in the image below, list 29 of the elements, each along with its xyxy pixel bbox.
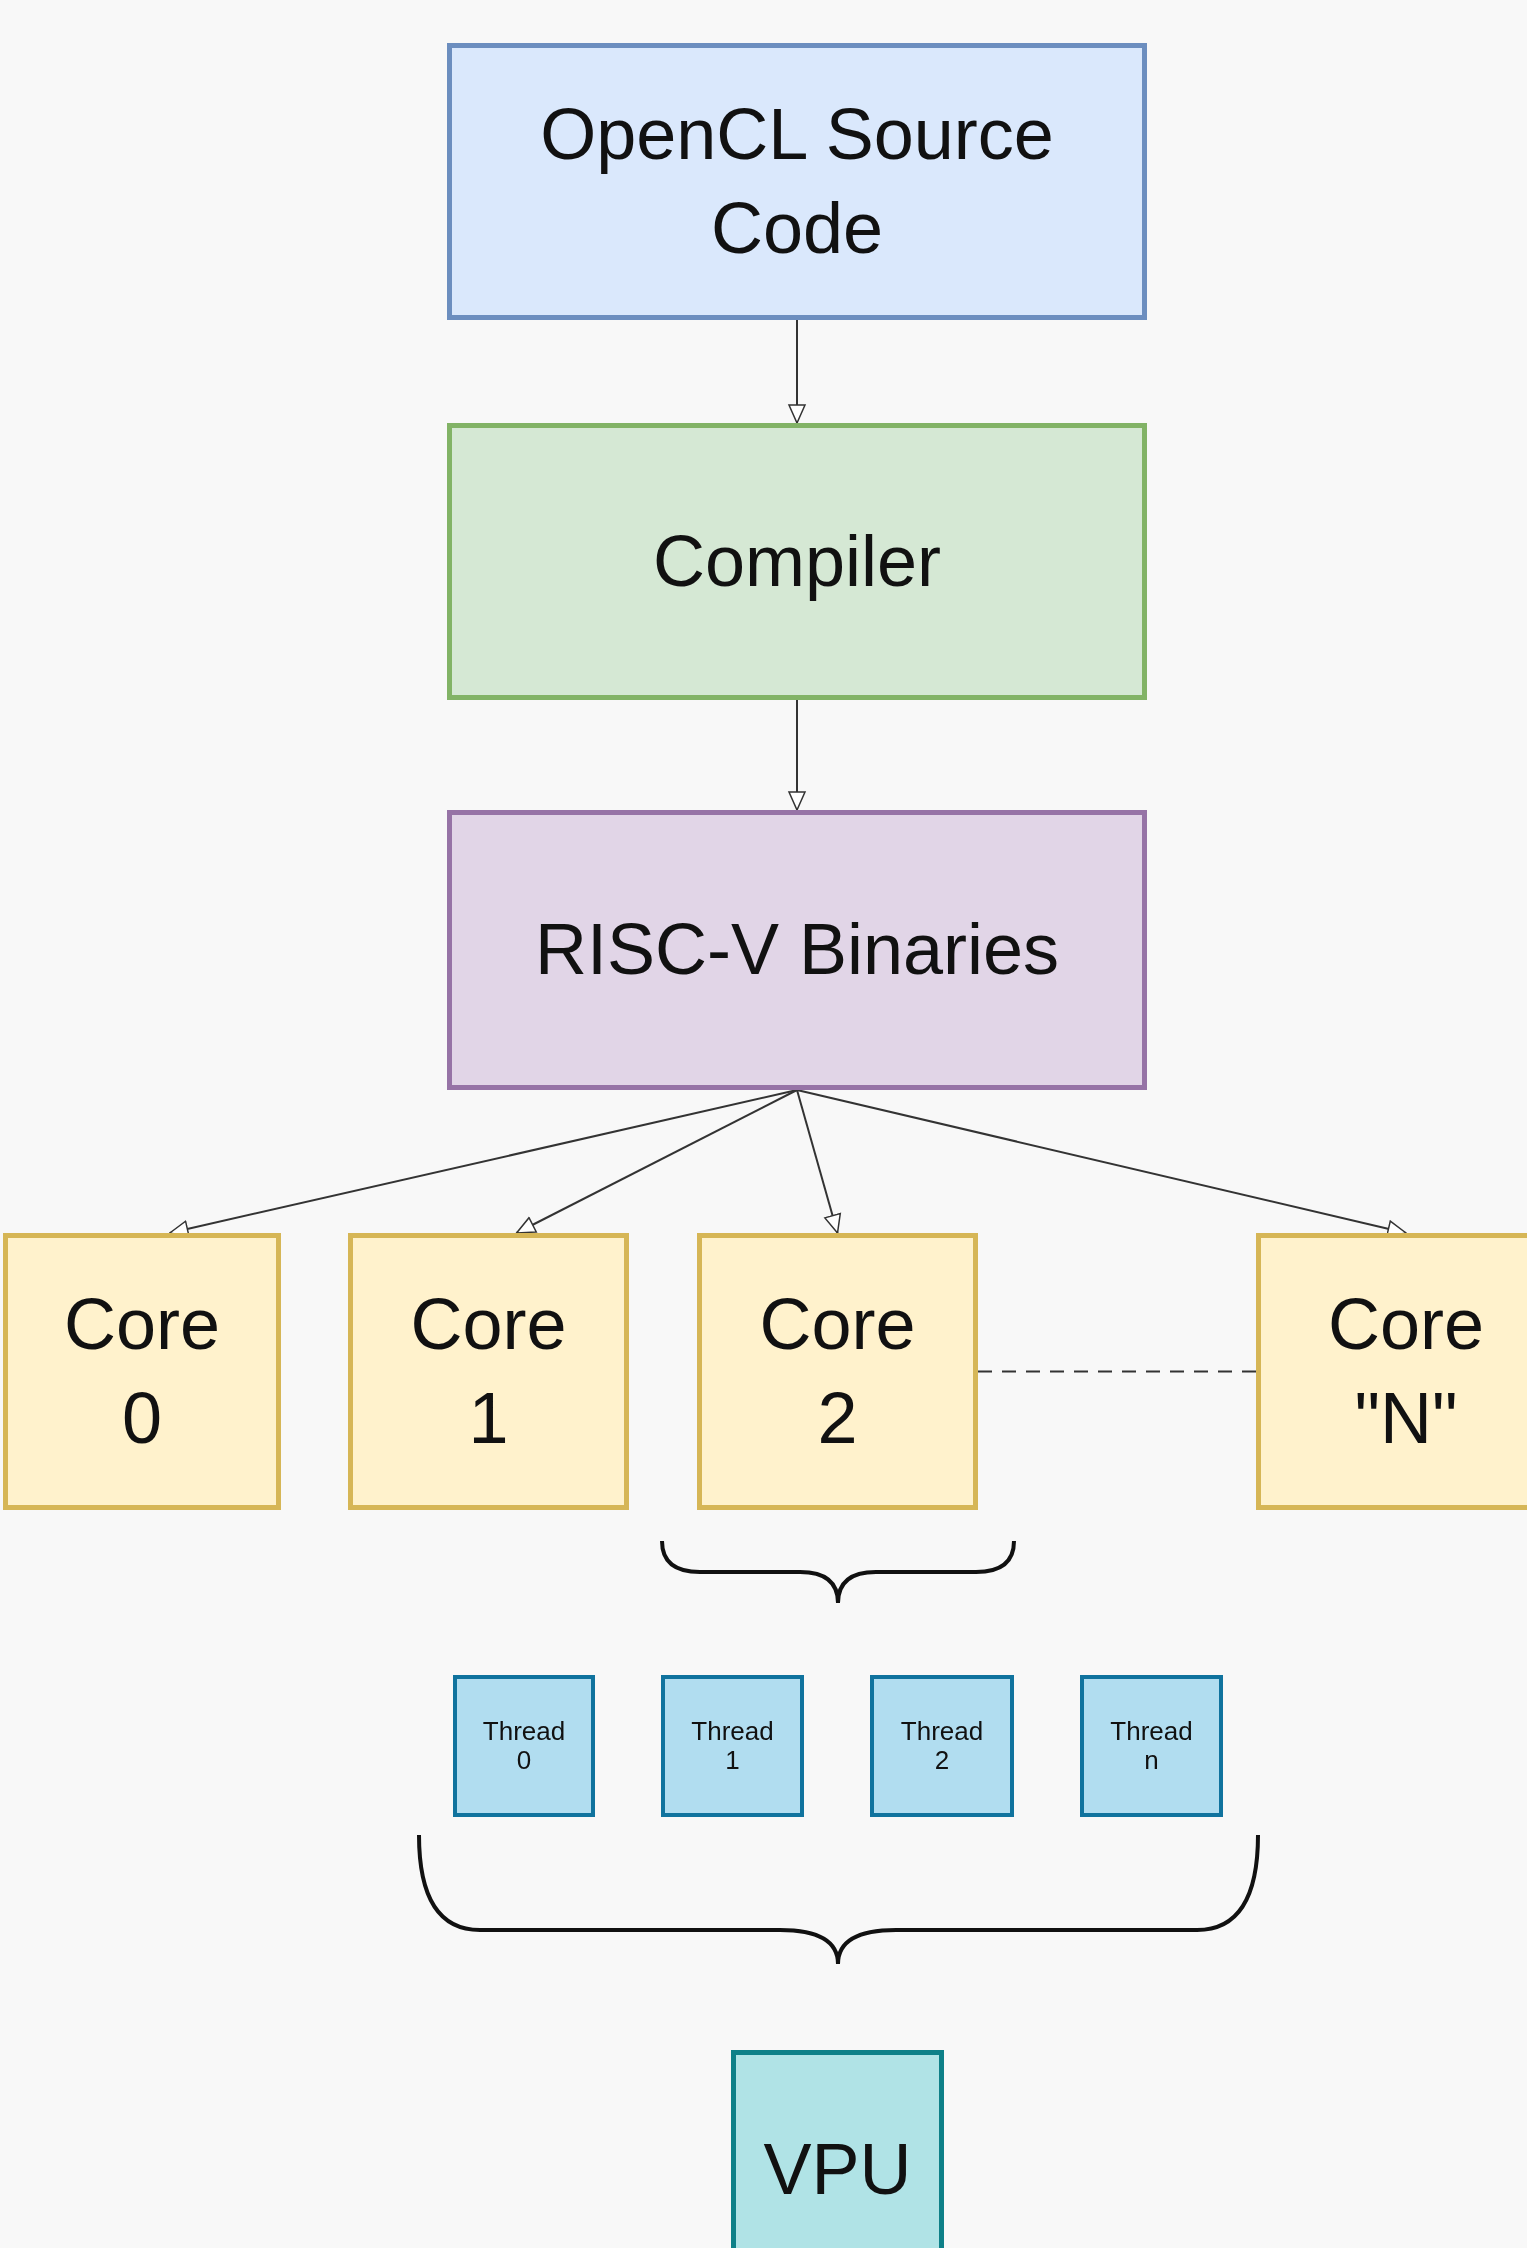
node-label: VPU <box>763 2128 912 2212</box>
core-box <box>348 1233 629 1510</box>
thread-box <box>870 1675 1014 1817</box>
arrow <box>788 699 806 811</box>
connector-line <box>977 1370 1257 1373</box>
core-box <box>1256 1233 1527 1510</box>
node-label: Core 1 <box>409 1282 568 1460</box>
node-label: Thread 1 <box>690 1717 775 1775</box>
process-box <box>447 423 1147 700</box>
node-label: Thread 0 <box>481 1717 567 1775</box>
node-label: RISC-V Binaries <box>534 908 1060 992</box>
process-box <box>447 810 1147 1090</box>
process-box <box>447 43 1147 320</box>
arrow <box>796 1089 842 1234</box>
vpu-box <box>731 2050 944 2248</box>
node-label: Core 0 <box>62 1282 222 1460</box>
arrow <box>788 319 806 424</box>
node-label: Thread 2 <box>899 1717 985 1775</box>
node-label: Compiler <box>652 519 942 603</box>
node-label: OpenCL Source Code <box>539 92 1055 270</box>
node-label: Core "N" <box>1326 1282 1486 1460</box>
thread-box <box>661 1675 804 1817</box>
core-box <box>3 1233 281 1510</box>
thread-box <box>453 1675 595 1817</box>
arrow <box>515 1089 798 1234</box>
node-label: Core 2 <box>758 1282 917 1460</box>
node-label: Thread n <box>1109 1717 1194 1775</box>
thread-box <box>1080 1675 1223 1817</box>
core-box <box>697 1233 978 1510</box>
